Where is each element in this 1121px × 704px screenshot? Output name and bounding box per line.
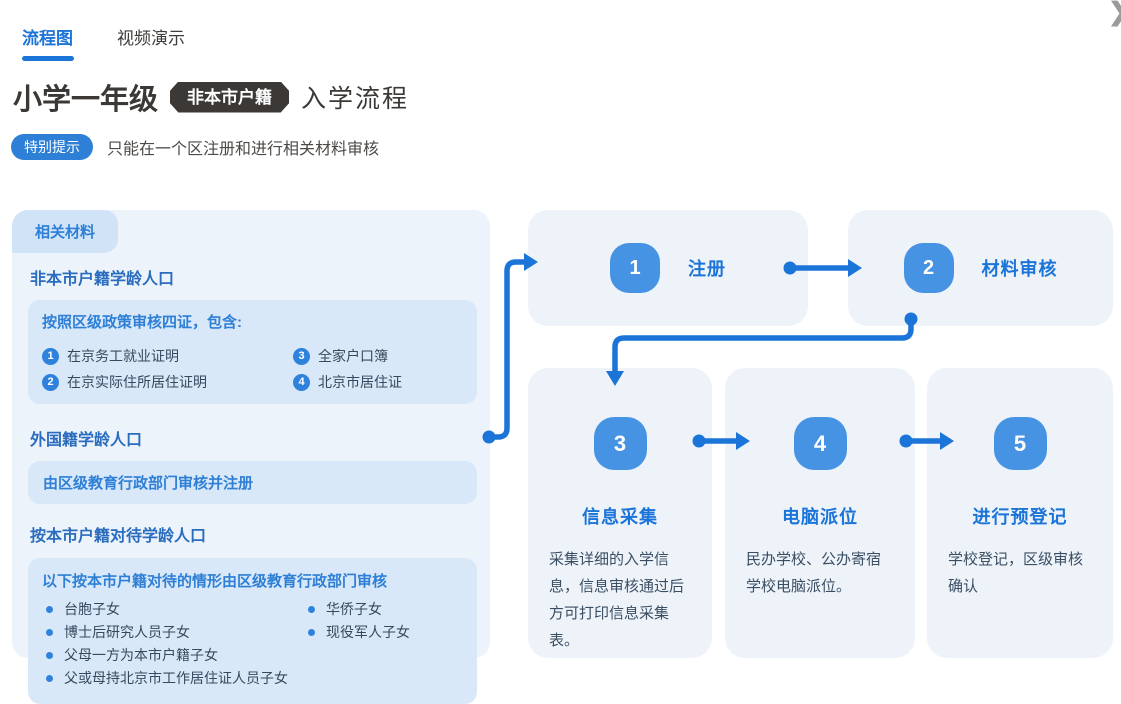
- bullet-item: 华侨子女: [304, 598, 463, 621]
- number-circle-icon: 4: [293, 373, 310, 391]
- numbered-item: 4 北京市居住证: [293, 372, 463, 392]
- section-heading-treated-as-local: 按本市户籍对待学龄人口: [30, 528, 207, 545]
- materials-panel-content: 非本市户籍学龄人口 按照区级政策审核四证，包含: 1 在京务工就业证明 2 在京…: [28, 263, 477, 704]
- info-box-title: 以下按本市户籍对待的情形由区级教育行政部门审核: [42, 573, 388, 590]
- section-heading-non-local: 非本市户籍学龄人口: [30, 271, 175, 288]
- title-grade: 小学一年级: [13, 84, 159, 116]
- step-description: 民办学校、公办寄宿学校电脑派位。: [746, 551, 882, 595]
- info-box-treated-as-local: 以下按本市户籍对待的情形由区级教育行政部门审核 台胞子女 博士后研究人员子女 父…: [28, 558, 477, 704]
- info-box-title: 由区级教育行政部门审核并注册: [43, 475, 254, 492]
- info-box-title: 按照区级政策审核四证，包含:: [42, 314, 242, 331]
- number-circle-icon: 3: [293, 347, 310, 365]
- numbered-item: 2 在京实际住所居住证明: [42, 372, 293, 392]
- numbered-item: 1 在京务工就业证明: [42, 346, 293, 366]
- title-household-badge: 非本市户籍: [170, 81, 290, 113]
- numbered-item: 3 全家户口簿: [293, 346, 463, 366]
- info-box-foreign-review: 由区级教育行政部门审核并注册: [28, 461, 477, 504]
- bullet-item: 父母一方为本市户籍子女: [42, 644, 304, 667]
- chevron-right-icon[interactable]: ❯: [1108, 0, 1121, 27]
- title-process: 入学流程: [301, 85, 410, 113]
- step-number-badge: 1: [610, 243, 660, 293]
- tip-text: 只能在一个区注册和进行相关材料审核: [107, 141, 380, 158]
- materials-panel: 相关材料 非本市户籍学龄人口 按照区级政策审核四证，包含: 1 在京务工就业证明…: [12, 210, 490, 704]
- info-box-four-certificates: 按照区级政策审核四证，包含: 1 在京务工就业证明 2 在京实际住所居住证明 3: [28, 300, 477, 404]
- step-label: 进行预登记: [972, 507, 1068, 527]
- step-number-badge: 5: [993, 417, 1047, 470]
- bullet-item: 父或母持北京市工作居住证人员子女: [42, 667, 304, 690]
- step-label: 电脑派位: [782, 507, 858, 527]
- tab-bar: 流程图 视频演示: [22, 24, 185, 49]
- flow-card-pre-registration: 5 进行预登记 学校登记，区级审核确认: [927, 368, 1113, 658]
- materials-panel-tab: 相关材料: [12, 210, 118, 253]
- number-circle-icon: 2: [42, 373, 59, 391]
- step-label: 信息采集: [582, 507, 658, 527]
- step-description: 采集详细的入学信息，信息审核通过后方可打印信息采集表。: [549, 551, 685, 649]
- step-number-badge: 3: [593, 417, 647, 470]
- flow-card-info-collection: 3 信息采集 采集详细的入学信息，信息审核通过后方可打印信息采集表。: [528, 368, 712, 658]
- step-label: 注册: [688, 259, 726, 279]
- step-number-badge: 2: [903, 243, 954, 293]
- tip-badge: 特别提示: [11, 134, 93, 160]
- section-heading-foreign: 外国籍学龄人口: [30, 432, 143, 449]
- bullet-item: 台胞子女: [42, 598, 304, 621]
- step-description: 学校登记，区级审核确认: [948, 551, 1084, 595]
- flow-card-computer-allocation: 4 电脑派位 民办学校、公办寄宿学校电脑派位。: [725, 368, 915, 658]
- special-tip: 特别提示 只能在一个区注册和进行相关材料审核: [11, 134, 379, 160]
- active-tab-underline: [22, 56, 74, 61]
- page-title: 小学一年级 非本市户籍 入学流程: [13, 76, 409, 118]
- tab-flowchart[interactable]: 流程图: [22, 29, 73, 48]
- step-number-badge: 4: [793, 417, 847, 470]
- bullet-item: 博士后研究人员子女: [42, 621, 304, 644]
- bullet-items-grid: 台胞子女 博士后研究人员子女 父母一方为本市户籍子女 父或母持北京市工作居住证人…: [42, 598, 463, 690]
- step-label: 材料审核: [981, 259, 1058, 279]
- tab-video-demo[interactable]: 视频演示: [117, 29, 185, 48]
- bullet-item: 现役军人子女: [304, 621, 463, 644]
- flow-card-register: 1 注册: [528, 210, 808, 326]
- numbered-items-grid: 1 在京务工就业证明 2 在京实际住所居住证明 3 全家户口簿 4: [42, 340, 463, 392]
- flow-card-material-review: 2 材料审核: [848, 210, 1113, 326]
- number-circle-icon: 1: [42, 347, 59, 365]
